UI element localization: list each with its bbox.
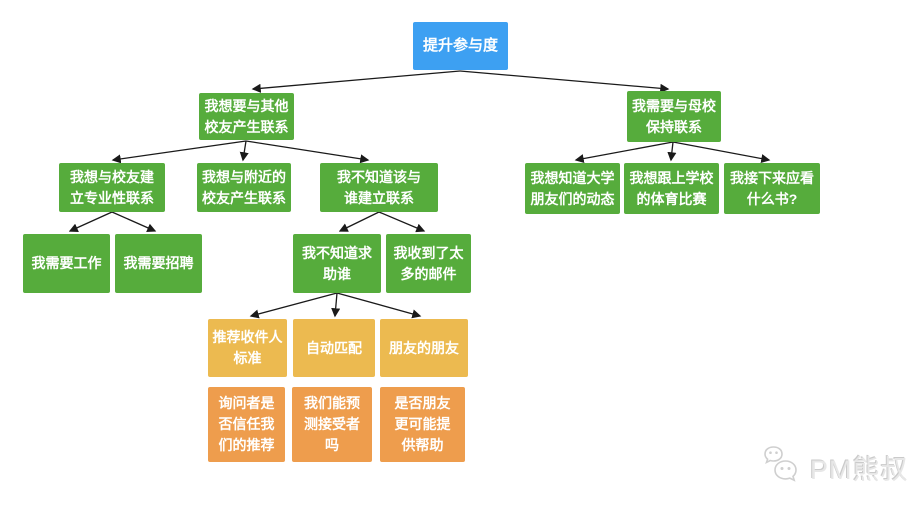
node-connect-alumni: 我想要与其他 校友产生联系 [199, 93, 294, 140]
node-sports: 我想跟上学校 的体育比赛 [624, 163, 719, 214]
node-professional: 我想与校友建 立专业性联系 [59, 163, 165, 212]
node-question-predict: 我们能预 测接受者 吗 [292, 387, 372, 462]
node-root: 提升参与度 [413, 22, 508, 70]
node-too-many-emails: 我收到了太 多的邮件 [386, 234, 471, 293]
node-alma-mater: 我需要与母校 保持联系 [627, 91, 721, 142]
footer-brand: PM熊叔 [758, 444, 909, 490]
node-need-hire: 我需要招聘 [115, 234, 202, 293]
node-who-to-ask: 我不知道求 助谁 [293, 234, 381, 293]
brand-name: PM熊叔 [810, 454, 909, 485]
node-friends-of-friends: 朋友的朋友 [380, 319, 468, 377]
node-question-friends-help: 是否朋友 更可能提 供帮助 [380, 387, 465, 462]
node-nearby: 我想与附近的 校友产生联系 [197, 163, 291, 212]
node-auto-match: 自动匹配 [293, 319, 375, 377]
wechat-icon [764, 446, 797, 482]
node-need-job: 我需要工作 [23, 234, 110, 293]
node-recipient-criteria: 推荐收件人 标准 [208, 319, 287, 377]
node-college-updates: 我想知道大学 朋友们的动态 [525, 163, 620, 214]
node-next-book: 我接下来应看 什么书? [724, 163, 820, 214]
node-unknown-who: 我不知道该与 谁建立联系 [320, 163, 438, 212]
node-question-trust: 询问者是 否信任我 们的推荐 [208, 387, 285, 462]
